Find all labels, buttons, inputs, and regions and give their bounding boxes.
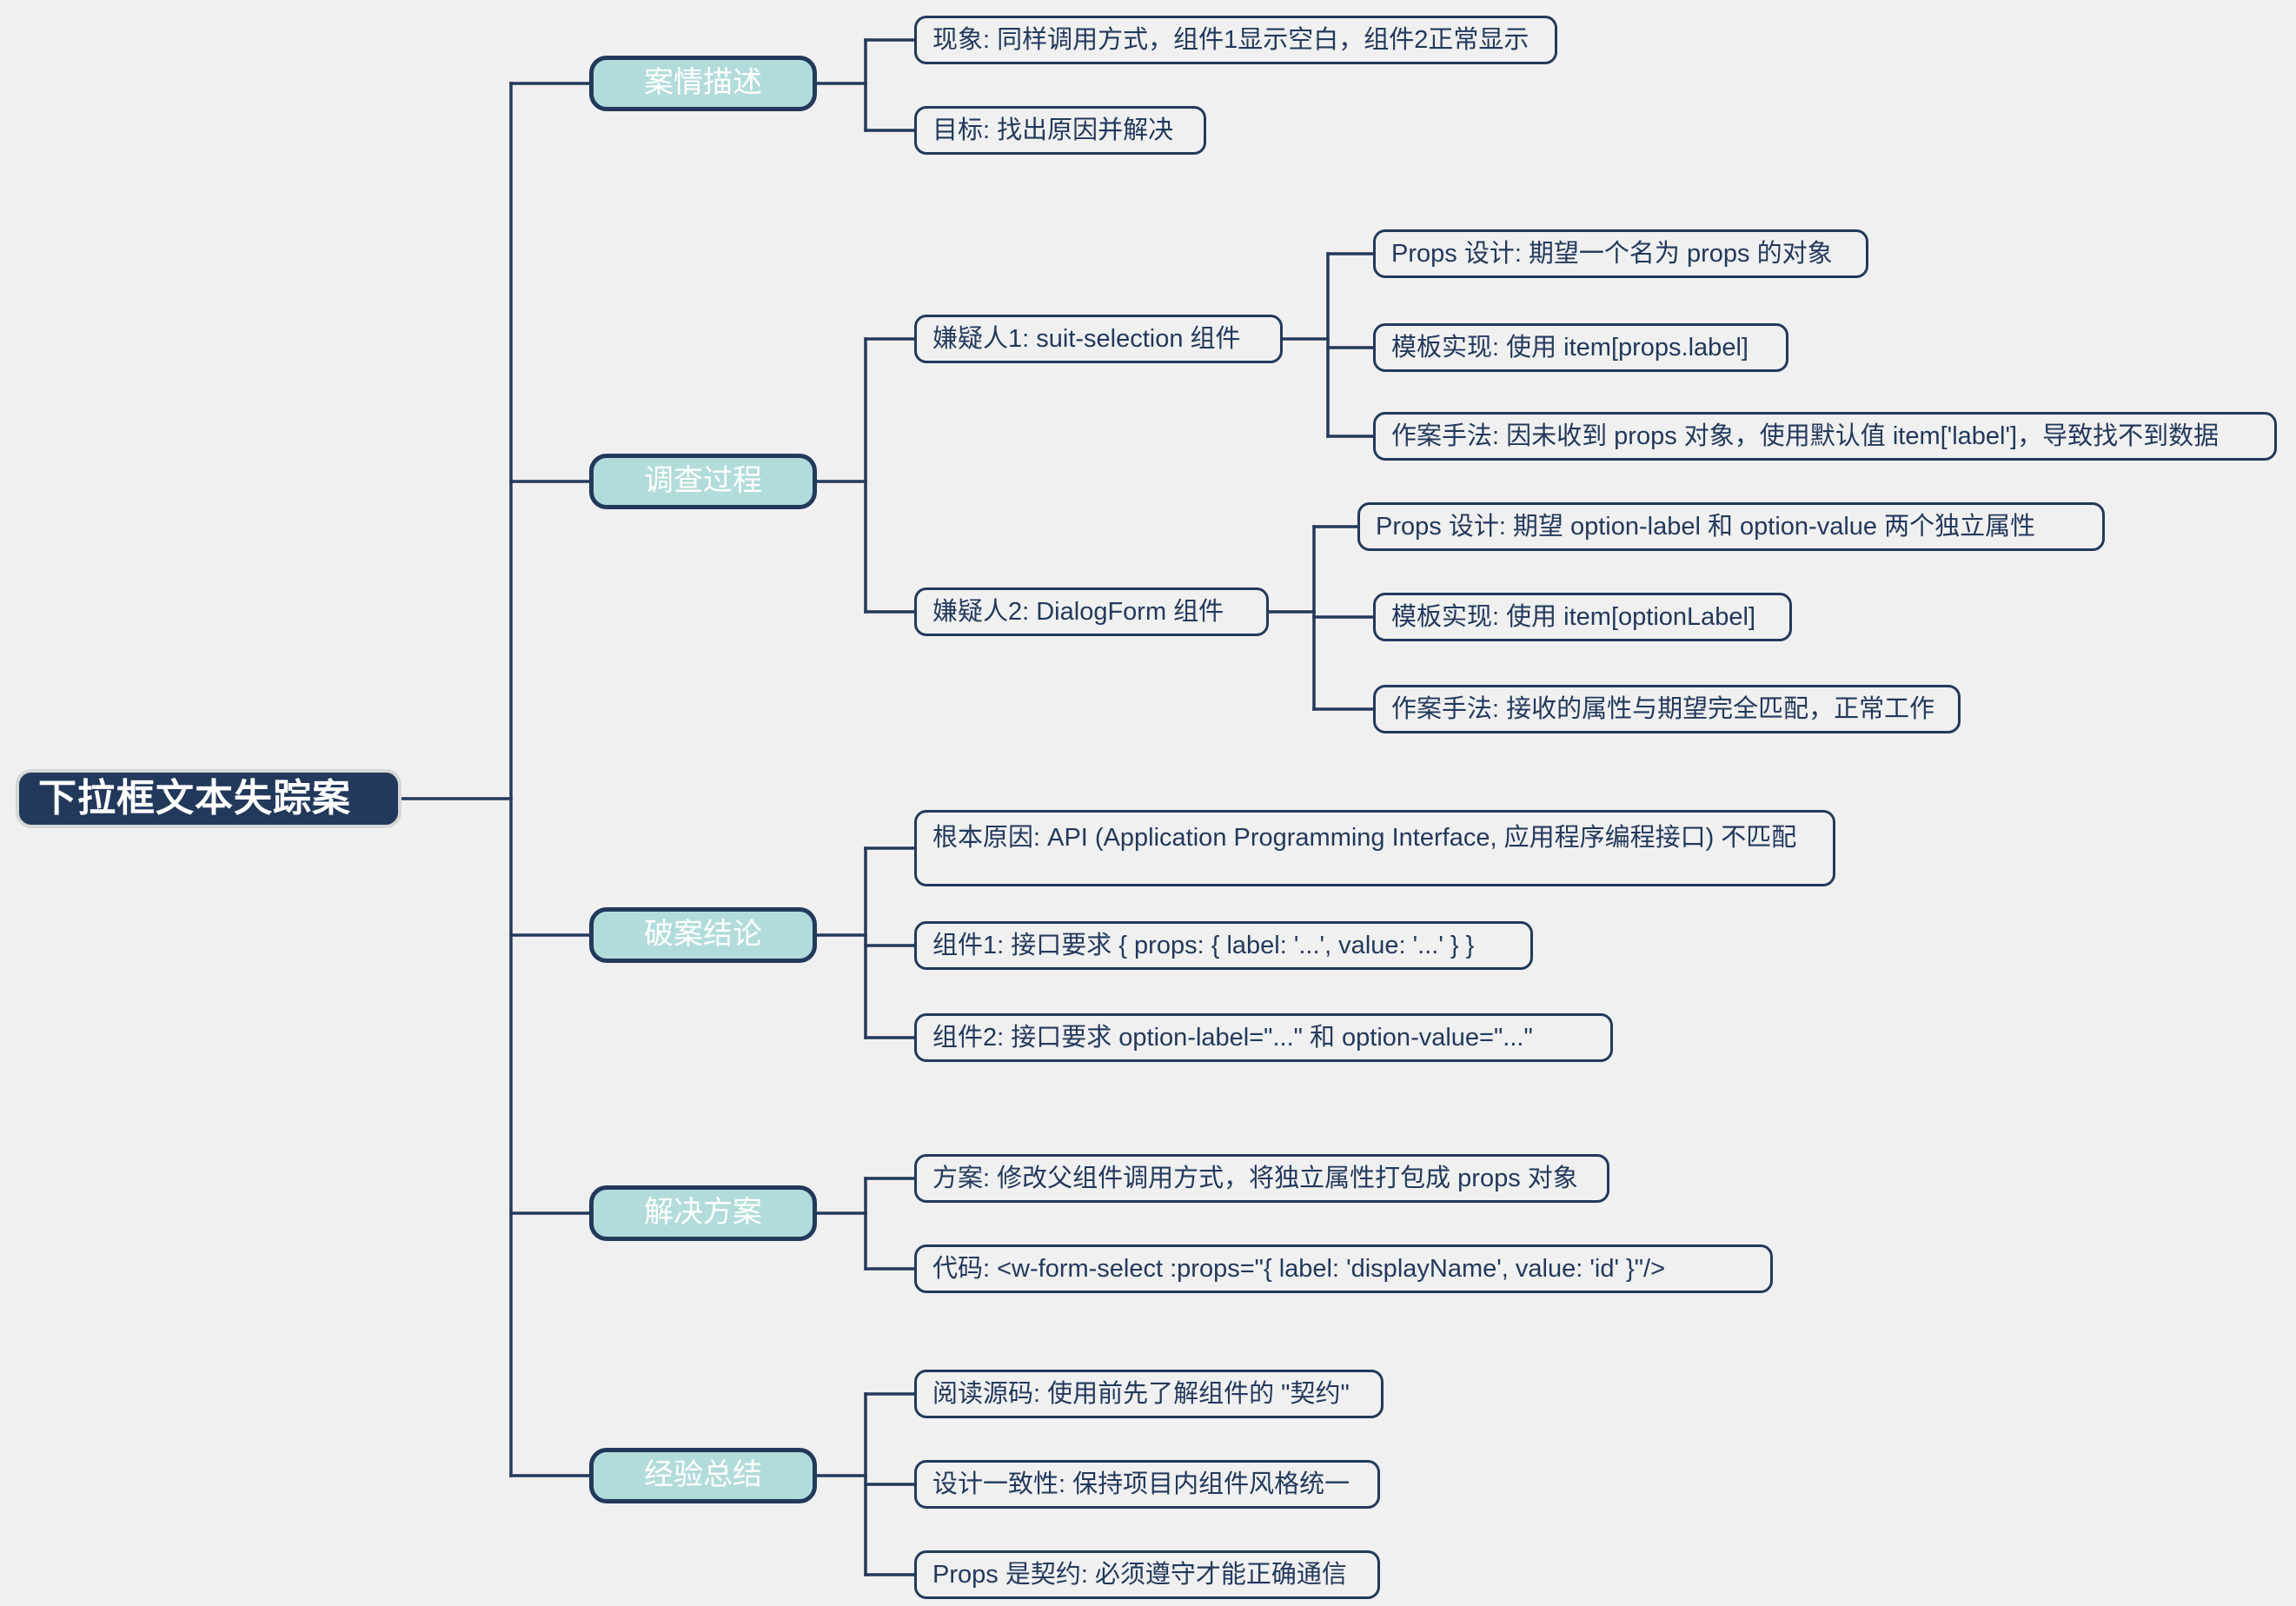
leaf-node-suspect-2[interactable]: 嫌疑人2: DialogForm 组件: [914, 587, 1269, 636]
leaf-label: 组件1: 接口要求 { props: { label: '...', value…: [932, 931, 1475, 959]
branch-label: 解决方案: [644, 1196, 762, 1230]
branch-label: 破案结论: [644, 918, 762, 952]
leaf-node-suspect1-props-design[interactable]: Props 设计: 期望一个名为 props 的对象: [1373, 229, 1868, 278]
leaf-label: 现象: 同样调用方式，组件1显示空白，组件2正常显示: [932, 25, 1530, 54]
leaf-node-solution-plan[interactable]: 方案: 修改父组件调用方式，将独立属性打包成 props 对象: [914, 1154, 1609, 1203]
leaf-label: 阅读源码: 使用前先了解组件的 "契约": [932, 1379, 1350, 1408]
leaf-label: Props 是契约: 必须遵守才能正确通信: [932, 1560, 1347, 1589]
leaf-label: 方案: 修改父组件调用方式，将独立属性打包成 props 对象: [932, 1164, 1578, 1192]
leaf-label: 设计一致性: 保持项目内组件风格统一: [932, 1470, 1350, 1498]
leaf-label: 作案手法: 接收的属性与期望完全匹配，正常工作: [1391, 694, 1935, 723]
leaf-node-suspect1-method[interactable]: 作案手法: 因未收到 props 对象，使用默认值 item['label']，…: [1373, 412, 2277, 461]
root-node[interactable]: 下拉框文本失踪案: [16, 769, 401, 828]
leaf-node-goal[interactable]: 目标: 找出原因并解决: [914, 106, 1206, 155]
leaf-label: 代码: <w-form-select :props="{ label: 'dis…: [932, 1254, 1666, 1283]
leaf-label: 根本原因: API (Application Programming Inter…: [932, 824, 1797, 852]
leaf-node-suspect2-method[interactable]: 作案手法: 接收的属性与期望完全匹配，正常工作: [1373, 685, 1961, 733]
leaf-label: 模板实现: 使用 item[optionLabel]: [1391, 602, 1756, 631]
branch-label: 调查过程: [644, 464, 762, 498]
leaf-node-suspect2-template[interactable]: 模板实现: 使用 item[optionLabel]: [1373, 593, 1792, 641]
leaf-node-props-contract[interactable]: Props 是契约: 必须遵守才能正确通信: [914, 1550, 1380, 1599]
leaf-label: 模板实现: 使用 item[props.label]: [1391, 333, 1749, 362]
root-node-label: 下拉框文本失踪案: [38, 776, 351, 820]
branch-node-case-description[interactable]: 案情描述: [589, 56, 817, 111]
leaf-node-component2-interface[interactable]: 组件2: 接口要求 option-label="..." 和 option-va…: [914, 1013, 1613, 1062]
leaf-node-component1-interface[interactable]: 组件1: 接口要求 { props: { label: '...', value…: [914, 921, 1533, 970]
leaf-label: 嫌疑人2: DialogForm 组件: [932, 597, 1224, 626]
leaf-node-read-source[interactable]: 阅读源码: 使用前先了解组件的 "契约": [914, 1370, 1384, 1418]
leaf-label: 嫌疑人1: suit-selection 组件: [932, 324, 1241, 353]
branch-node-solution[interactable]: 解决方案: [589, 1185, 817, 1241]
leaf-node-suspect2-props-design[interactable]: Props 设计: 期望 option-label 和 option-value…: [1357, 502, 2105, 551]
leaf-label: 作案手法: 因未收到 props 对象，使用默认值 item['label']，…: [1391, 421, 2220, 450]
branch-node-investigation[interactable]: 调查过程: [589, 454, 817, 509]
leaf-node-phenomenon[interactable]: 现象: 同样调用方式，组件1显示空白，组件2正常显示: [914, 16, 1557, 64]
leaf-label: 组件2: 接口要求 option-label="..." 和 option-va…: [932, 1023, 1533, 1052]
branch-node-lessons[interactable]: 经验总结: [589, 1448, 817, 1503]
leaf-node-suspect-1[interactable]: 嫌疑人1: suit-selection 组件: [914, 315, 1283, 363]
leaf-label: Props 设计: 期望 option-label 和 option-value…: [1376, 512, 2036, 541]
leaf-node-suspect1-template[interactable]: 模板实现: 使用 item[props.label]: [1373, 323, 1788, 372]
leaf-label: Props 设计: 期望一个名为 props 的对象: [1391, 239, 1833, 268]
leaf-node-design-consistency[interactable]: 设计一致性: 保持项目内组件风格统一: [914, 1460, 1380, 1509]
branch-label: 案情描述: [644, 66, 762, 100]
branch-label: 经验总结: [644, 1458, 762, 1492]
leaf-node-root-cause[interactable]: 根本原因: API (Application Programming Inter…: [914, 810, 1835, 886]
branch-node-conclusion[interactable]: 破案结论: [589, 907, 817, 963]
leaf-label: 目标: 找出原因并解决: [932, 116, 1174, 144]
leaf-node-solution-code[interactable]: 代码: <w-form-select :props="{ label: 'dis…: [914, 1244, 1773, 1293]
